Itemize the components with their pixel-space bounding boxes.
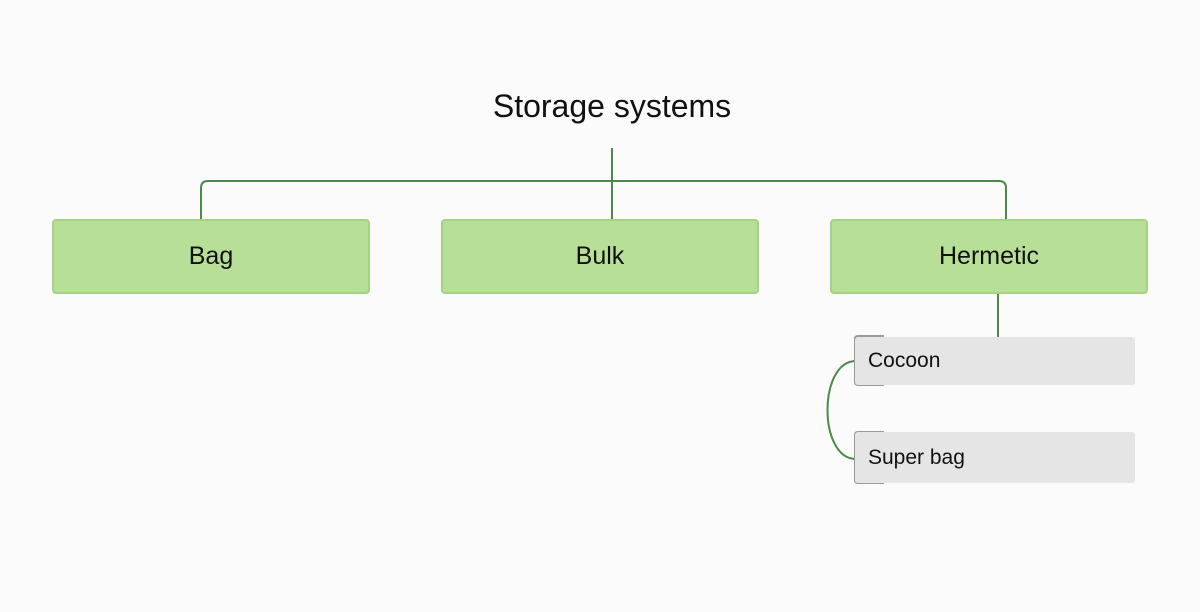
category-node-bulk[interactable]: Bulk [441,219,759,294]
leaf-node-cocoon[interactable]: Cocoon [855,337,1135,385]
category-node-hermetic[interactable]: Hermetic [830,219,1148,294]
root-topic-title[interactable]: Storage systems [492,88,732,124]
leaf-node-super-bag[interactable]: Super bag [855,432,1135,483]
children-curve-connector [826,360,857,460]
horizontal-branch-connector [200,180,1007,220]
category-label: Bulk [575,242,625,270]
category-label: Bag [188,242,234,270]
leaf-label: Super bag [868,445,965,469]
category-label: Hermetic [938,242,1039,270]
category-node-bag[interactable]: Bag [52,219,370,294]
leaf-label: Cocoon [868,349,941,372]
